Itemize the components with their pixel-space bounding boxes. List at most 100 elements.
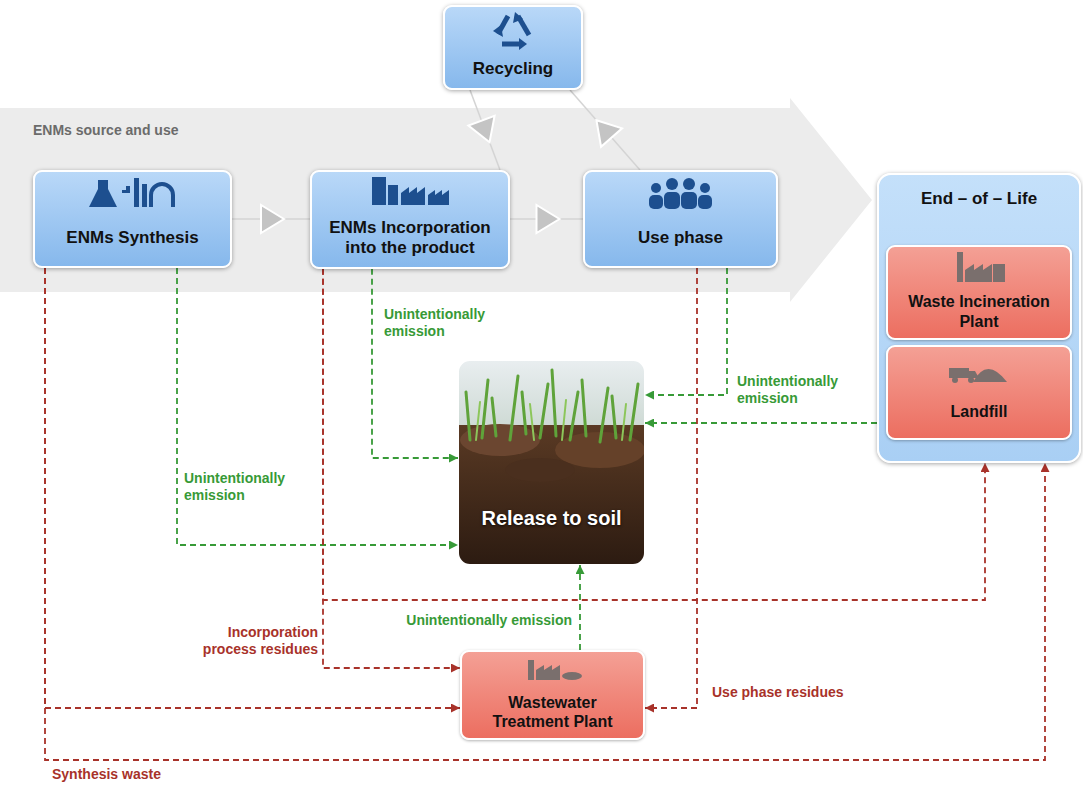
node-text: Release to soil (458, 506, 645, 530)
connectors (45, 90, 1045, 760)
edge-label: Unintentionally emission (332, 612, 572, 629)
edge-label: Incorporation process residues (188, 624, 318, 658)
node-text: Use phase (585, 228, 776, 248)
soil-clump (505, 458, 575, 482)
building (372, 177, 386, 205)
plant-building (536, 665, 560, 680)
grass-blade (510, 376, 518, 440)
building (388, 185, 398, 205)
photo-frame (458, 360, 645, 565)
group-box: End – of – LifeWaste Incineration PlantL… (877, 173, 1081, 463)
industry-icon (372, 177, 449, 205)
facility-box: Landfill (886, 345, 1072, 440)
grass-blade (570, 392, 578, 440)
dashed-arrow (645, 422, 877, 424)
recycle-arrowhead (493, 25, 503, 37)
dashed-arrow (323, 269, 460, 668)
soil-photo (458, 360, 645, 565)
dashed-arrow (645, 268, 727, 395)
grass-blade (522, 392, 526, 434)
person-body (698, 195, 712, 209)
settling-tank (562, 672, 582, 680)
edge-label: Unintentionally emission (737, 373, 867, 407)
person-head (700, 183, 710, 193)
flow-triangle (586, 111, 622, 147)
chimney (134, 178, 139, 207)
process-box: ENMs Synthesis (33, 170, 232, 268)
factory-roof (401, 187, 425, 205)
plant-building (993, 264, 1005, 282)
factory-dome (151, 184, 173, 207)
band-label: ENMs source and use (33, 122, 179, 138)
node-text: Waste Incineration Plant (888, 292, 1070, 330)
facility-box: Wastewater Treatment Plant (460, 650, 645, 740)
person-body (664, 192, 680, 209)
grass-blade (476, 402, 480, 440)
flow-triangle (537, 205, 560, 233)
grass-blade (630, 384, 638, 440)
dashed-arrow (372, 269, 458, 458)
truck-wheel (968, 377, 974, 383)
person-head (683, 178, 695, 190)
grass-blade (540, 384, 548, 438)
flask-symbol (89, 180, 117, 207)
dashed-arrow (579, 565, 581, 650)
grass-blade (466, 392, 470, 440)
photo-soil (458, 425, 645, 565)
grass-blade (552, 370, 556, 436)
plant-building (965, 264, 992, 282)
grass-blade (582, 380, 586, 436)
grass-blade (612, 396, 616, 438)
flow-triangle (468, 116, 502, 147)
chimney (528, 660, 534, 680)
node-text: Recycling (445, 59, 581, 79)
dashed-arrow (177, 268, 458, 545)
landfill-icon (949, 368, 1007, 383)
incineration-icon (957, 252, 1005, 282)
edge-label: Synthesis waste (52, 766, 232, 783)
dashed-arrow (323, 269, 985, 600)
recycle-icon (493, 12, 529, 50)
edge-label: Unintentionally emission (384, 306, 514, 340)
person-body (681, 192, 697, 209)
treatment-icon (528, 660, 582, 680)
people-icon (649, 178, 712, 209)
truck-body (949, 368, 969, 378)
truck-wheel (952, 377, 958, 383)
grass-blades (476, 400, 626, 440)
flow-triangle (261, 205, 284, 233)
soil-clump (460, 424, 540, 456)
process-box: Use phase (583, 170, 778, 268)
chimney (957, 252, 963, 282)
beaker (126, 186, 130, 193)
grass-blade (482, 380, 488, 438)
dashed-arrow (45, 268, 1045, 760)
node-text: ENMs Synthesis (35, 228, 230, 248)
node-text: Wastewater Treatment Plant (462, 693, 643, 731)
recycle-arrowhead (513, 12, 523, 23)
edge-label: Unintentionally emission (184, 470, 314, 504)
dashed-arrow (645, 268, 697, 708)
truck-cab (969, 371, 979, 378)
dashed-arrow (45, 268, 460, 708)
person-body (649, 195, 663, 209)
recycle-arrowhead (519, 38, 527, 50)
grass-blade (530, 404, 534, 440)
process-box: ENMs Incorporation into the product (310, 170, 510, 269)
grass-blade (600, 388, 608, 442)
node-text: ENMs Incorporation into the product (312, 218, 508, 259)
recycle-arrow (498, 16, 508, 34)
edge-label: Use phase residues (712, 684, 882, 701)
person-head (666, 178, 678, 190)
soil-photo-box: Release to soil (458, 360, 645, 565)
person-head (651, 183, 661, 193)
lab-bench (122, 190, 130, 193)
group-heading: End – of – Life (879, 189, 1079, 209)
waste-pile (973, 369, 1007, 382)
flow-connector (570, 90, 640, 170)
